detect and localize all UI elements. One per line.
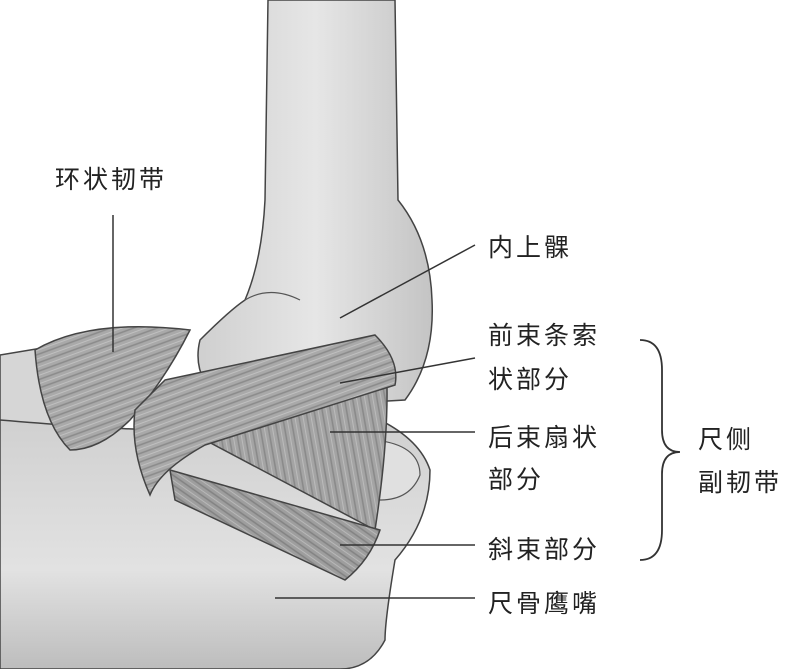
label-anterior-bundle-2: 状部分 — [488, 365, 573, 394]
label-oblique-bundle: 斜束部分 — [488, 535, 601, 564]
leader-lines — [112, 215, 476, 599]
label-ucl-2: 副韧带 — [698, 468, 783, 497]
trochlea — [374, 439, 421, 501]
label-annular-ligament: 环状韧带 — [55, 165, 168, 194]
leader-anterior — [339, 357, 476, 384]
anterior-bundle — [133, 334, 397, 497]
label-posterior-bundle-2: 部分 — [488, 465, 545, 494]
label-olecranon: 尺骨鹰嘴 — [488, 589, 601, 618]
bracket — [639, 339, 681, 561]
label-ucl-1: 尺侧 — [698, 425, 755, 454]
label-anterior-bundle-1: 前束条索 — [488, 321, 601, 350]
oblique-bundle — [169, 468, 381, 581]
humerus-contour — [244, 291, 301, 301]
label-posterior-bundle-1: 后束扇状 — [488, 423, 601, 452]
label-medial-epicondyle: 内上髁 — [488, 233, 573, 262]
leader-epicondyle — [339, 244, 476, 319]
